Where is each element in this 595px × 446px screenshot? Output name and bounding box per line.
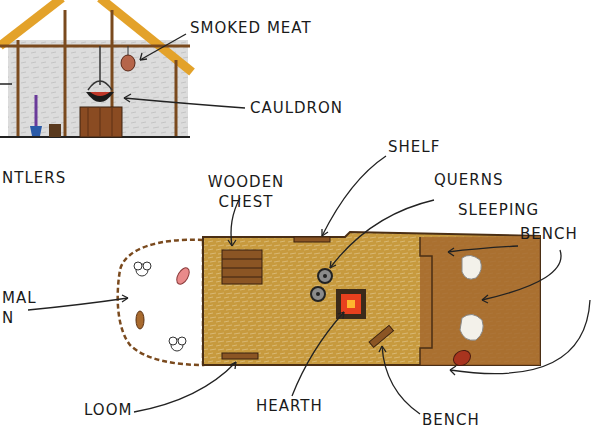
part-label: N	[2, 308, 14, 328]
leader-lines	[28, 34, 590, 414]
part-label: WOODEN CHEST	[196, 172, 296, 212]
animal-icons	[134, 262, 192, 351]
house-floor-plan	[118, 232, 540, 369]
part-label: QUERNS	[434, 170, 503, 190]
part-label: SLEEPING	[458, 200, 539, 220]
part-label: CAULDRON	[250, 98, 343, 118]
part-label: SHELF	[388, 137, 440, 157]
part-label: LOOM	[84, 400, 132, 420]
house-elevation	[0, 0, 192, 137]
part-label: MAL	[2, 288, 37, 308]
part-label: BENCH	[520, 224, 578, 244]
part-label: SMOKED MEAT	[190, 18, 312, 38]
part-label: NTLERS	[2, 168, 66, 188]
part-label: HEARTH	[256, 396, 323, 416]
part-label: BENCH	[422, 410, 480, 430]
